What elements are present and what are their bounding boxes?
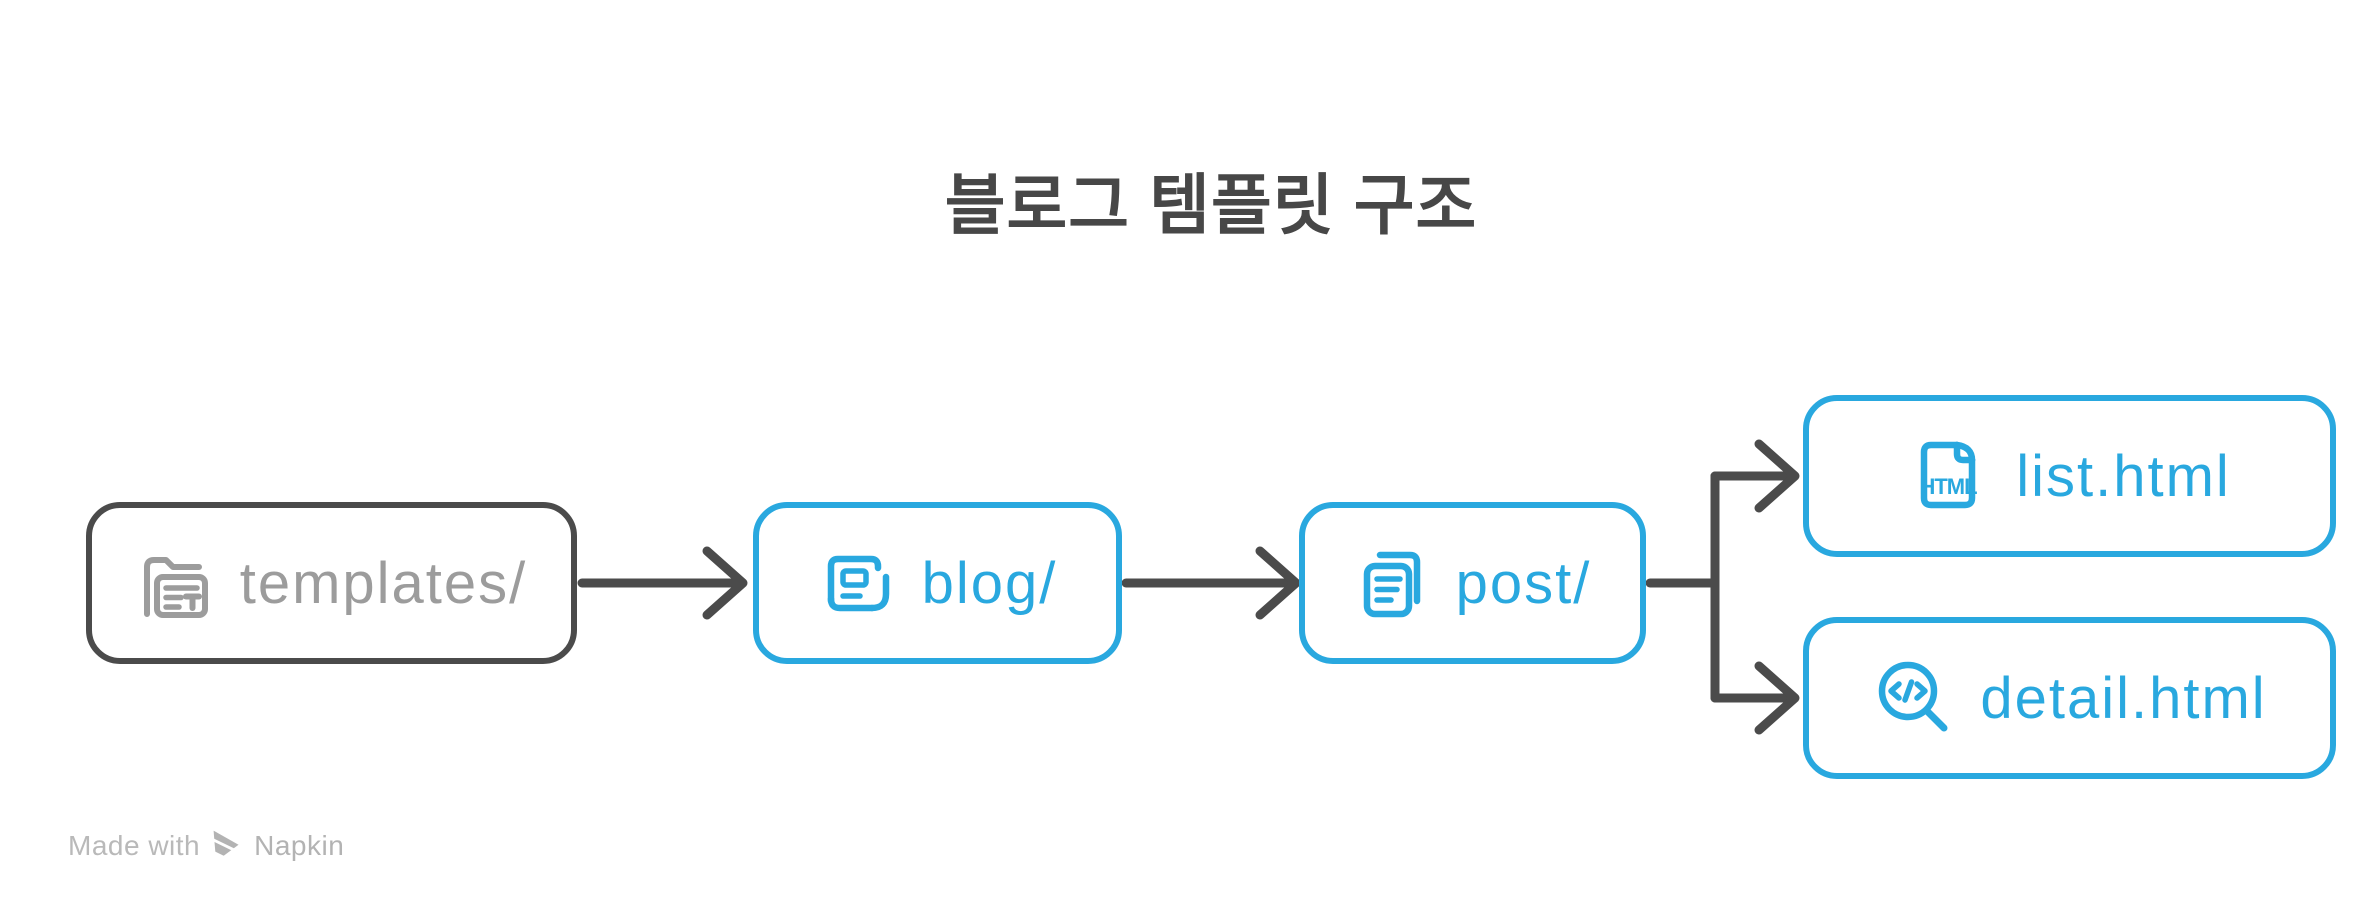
document-stack-icon (1363, 551, 1420, 618)
html-file-icon: HTML (1920, 441, 1978, 509)
newspaper-icon (827, 555, 889, 612)
arrow-post-branch (1645, 439, 1800, 735)
node-post-label: post/ (1455, 550, 1592, 616)
template-folder-icon (143, 557, 208, 618)
node-templates: templates/ (86, 502, 577, 664)
node-detail-html: detail.html (1803, 617, 2336, 779)
diagram-title: 블로그 템플릿 구조 (944, 168, 1478, 242)
napkin-logo-icon (213, 830, 239, 862)
napkin-brand-text: Napkin (254, 830, 345, 861)
node-list-label: list.html (2016, 443, 2231, 509)
made-with-text: Made with (68, 830, 201, 861)
node-blog: blog/ (753, 502, 1122, 664)
node-detail-label: detail.html (1980, 665, 2267, 731)
arrow-blog-to-post (1121, 546, 1301, 620)
node-blog-label: blog/ (921, 550, 1058, 616)
html-file-icon-text: HTML (1920, 474, 1978, 499)
arrow-templates-to-blog (577, 546, 748, 620)
node-templates-label: templates/ (239, 550, 528, 616)
code-search-icon (1879, 661, 1948, 732)
node-post: post/ (1299, 502, 1646, 664)
made-with-napkin-attribution: Made with Napkin (68, 830, 344, 862)
node-list-html: HTML list.html (1803, 395, 2336, 557)
